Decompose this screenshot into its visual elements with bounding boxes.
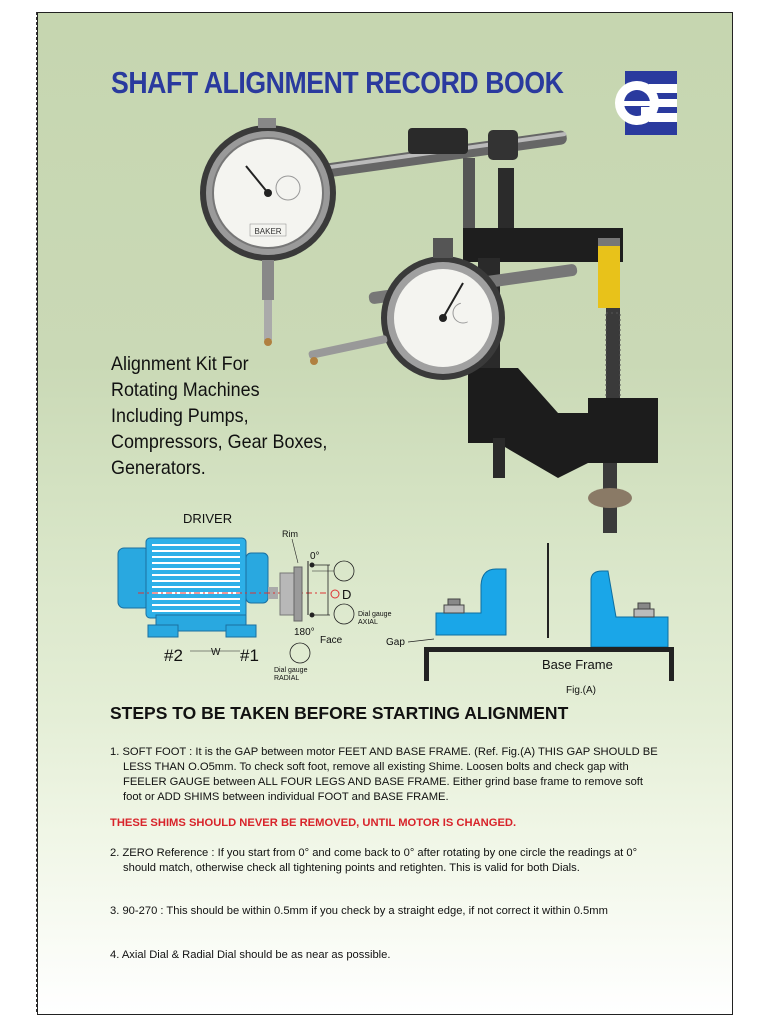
step-text: 90-270 : This should be within 0.5mm if … (122, 905, 608, 917)
gap-label: Gap (386, 637, 405, 648)
step-text: Axial Dial & Radial Dial should be as ne… (121, 949, 391, 961)
step-text: SOFT FOOT : It is the GAP between motor … (122, 746, 658, 803)
alignment-kit-photo: BAKER (200, 118, 658, 533)
company-logo (615, 71, 677, 135)
axial-gauge-label-2: AXIAL (358, 619, 378, 626)
face-label: Face (320, 635, 343, 646)
step-number: 2. (110, 847, 120, 859)
diameter-label: D (342, 587, 351, 602)
step-number: 1. (110, 746, 120, 758)
radial-gauge-label-2: RADIAL (274, 675, 299, 682)
zero-degree-label: 0° (310, 551, 320, 562)
soft-foot-figure: Gap Base Frame Fig.(A) (386, 543, 674, 696)
kit-description: Alignment Kit For Rotating Machines Incl… (111, 351, 369, 481)
warning-text: THESE SHIMS SHOULD NEVER BE REMOVED, UNT… (110, 817, 517, 829)
page-title: SHAFT ALIGNMENT RECORD BOOK (111, 65, 564, 100)
page: SHAFT ALIGNMENT RECORD BOOK BAKER (37, 12, 733, 1015)
step-text: ZERO Reference : If you start from 0° an… (122, 847, 638, 874)
kit-line: Compressors, Gear Boxes, (111, 431, 328, 453)
figure-caption: Fig.(A) (566, 685, 596, 696)
gauge-brand: BAKER (254, 227, 281, 236)
step-1: 1. SOFT FOOT : It is the GAP between mot… (110, 745, 663, 805)
kit-line: Including Pumps, (111, 405, 249, 427)
cut-line (36, 12, 37, 1012)
step-3: 3. 90-270 : This should be within 0.5mm … (110, 904, 663, 919)
step-number: 3. (110, 905, 120, 917)
steps-heading: STEPS TO BE TAKEN BEFORE STARTING ALIGNM… (110, 703, 569, 723)
w-label: W (211, 647, 221, 658)
rim-label: Rim (282, 529, 298, 539)
180-degree-label: 180° (294, 627, 315, 638)
radial-gauge-label: Dial gauge (274, 667, 308, 674)
foot-1-label: #1 (240, 646, 259, 665)
driver-label: DRIVER (183, 511, 232, 526)
axial-gauge-label: Dial gauge (358, 611, 392, 618)
kit-line: Generators. (111, 457, 206, 479)
base-frame-label: Base Frame (542, 657, 613, 672)
foot-2-label: #2 (164, 646, 183, 665)
kit-line: Alignment Kit For (111, 353, 249, 375)
step-2: 2. ZERO Reference : If you start from 0°… (110, 846, 663, 876)
step-4: 4. Axial Dial & Radial Dial should be as… (110, 948, 663, 963)
alignment-setup-diagram: DRIVER Rim 0° D D (117, 511, 392, 682)
step-number: 4. (110, 949, 120, 961)
kit-line: Rotating Machines (111, 379, 260, 401)
